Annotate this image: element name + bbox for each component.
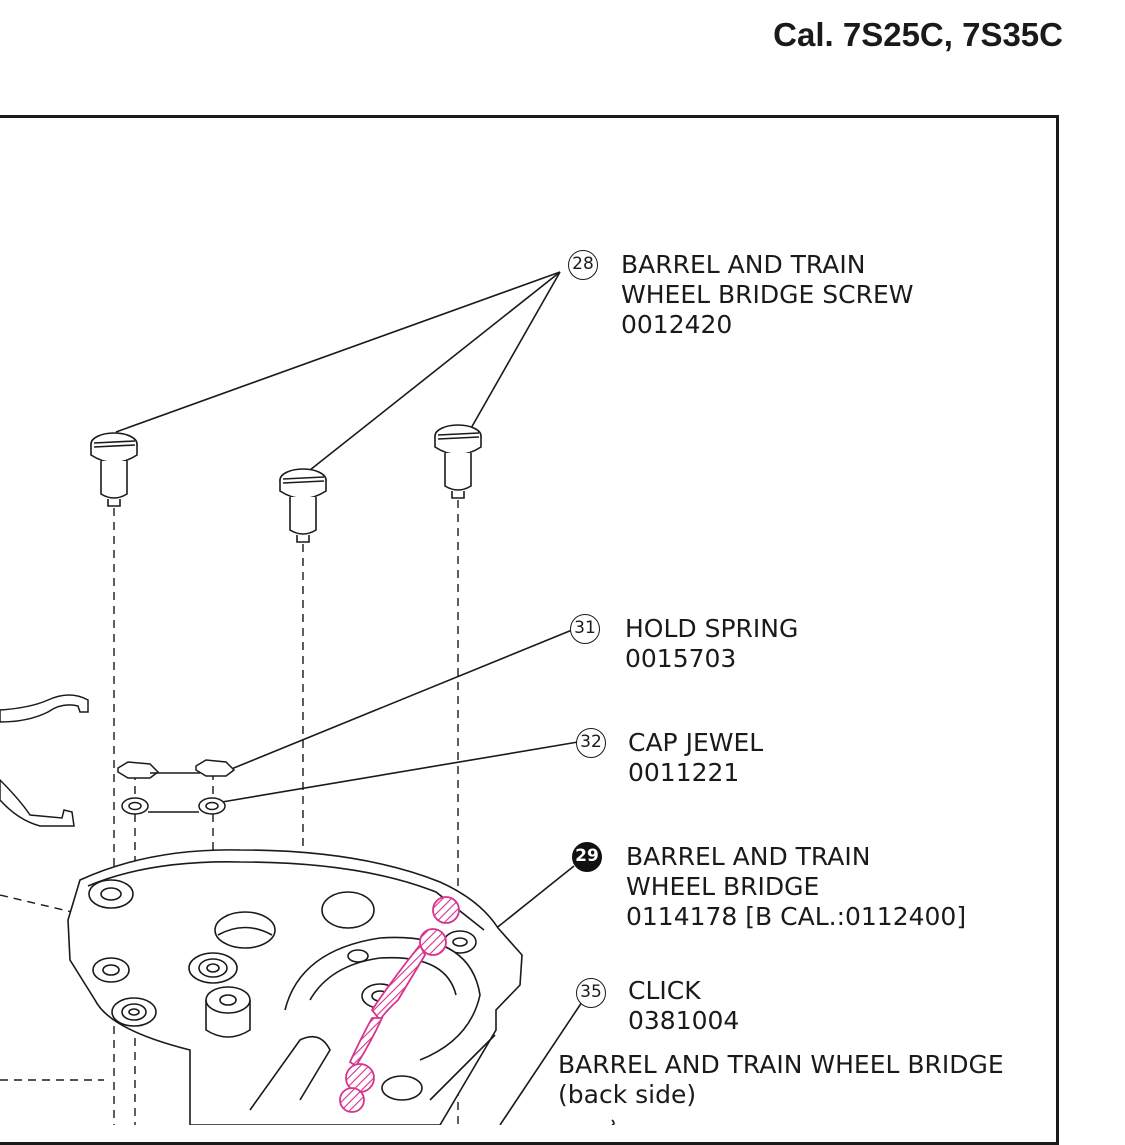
callout-label-bridge: BARREL AND TRAIN WHEEL BRIDGE 0114178 [B… — [626, 842, 966, 932]
label-line: BARREL AND TRAIN WHEEL BRIDGE — [558, 1050, 1004, 1079]
screw-left — [90, 432, 138, 507]
label-line: (back side) — [558, 1080, 697, 1109]
callout-label-click: CLICK 0381004 — [628, 976, 739, 1036]
leader-line-hold-spring — [223, 629, 573, 773]
hold-spring-parts — [117, 759, 236, 779]
leader-line-click — [499, 1001, 583, 1125]
callout-number-28: 28 — [568, 250, 598, 280]
leader-lines-screw — [115, 271, 561, 471]
leader-line-cap-jewel — [221, 741, 579, 803]
back-side-label: BARREL AND TRAIN WHEEL BRIDGE (back side… — [558, 1050, 1004, 1110]
callout-number-35: 35 — [576, 978, 606, 1008]
callout-number-29: 29 — [572, 842, 602, 872]
cap-jewel-parts — [121, 797, 226, 815]
leader-line-bridge — [493, 865, 575, 931]
page-title: Cal. 7S25C, 7S35C — [773, 16, 1063, 53]
part-number: 0011221 — [628, 758, 740, 787]
label-line: HOLD SPRING — [625, 614, 799, 643]
callout-label-cap-jewel: CAP JEWEL 0011221 — [628, 728, 763, 788]
callout-label-screw: BARREL AND TRAIN WHEEL BRIDGE SCREW 0012… — [621, 250, 913, 340]
part-number: 0012420 — [621, 310, 733, 339]
callout-label-hold-spring: HOLD SPRING 0015703 — [625, 614, 798, 674]
label-line: BARREL AND TRAIN — [621, 250, 866, 279]
part-number: 0015703 — [625, 644, 737, 673]
label-line: CLICK — [628, 976, 701, 1005]
label-line: CAP JEWEL — [628, 728, 764, 757]
screw-right — [434, 424, 482, 499]
screw-middle — [279, 468, 327, 543]
label-line: WHEEL BRIDGE SCREW — [621, 280, 914, 309]
label-line: BARREL AND TRAIN — [626, 842, 871, 871]
callout-number-31: 31 — [570, 614, 600, 644]
part-number: 0381004 — [628, 1006, 740, 1035]
part-number: 0114178 [B CAL.:0112400] — [626, 902, 967, 931]
wheel-train-highlight — [339, 896, 460, 1113]
label-line: WHEEL BRIDGE — [626, 872, 820, 901]
partial-parts-left — [0, 694, 89, 827]
bridge-body — [67, 849, 523, 1125]
callout-number-32: 32 — [576, 728, 606, 758]
